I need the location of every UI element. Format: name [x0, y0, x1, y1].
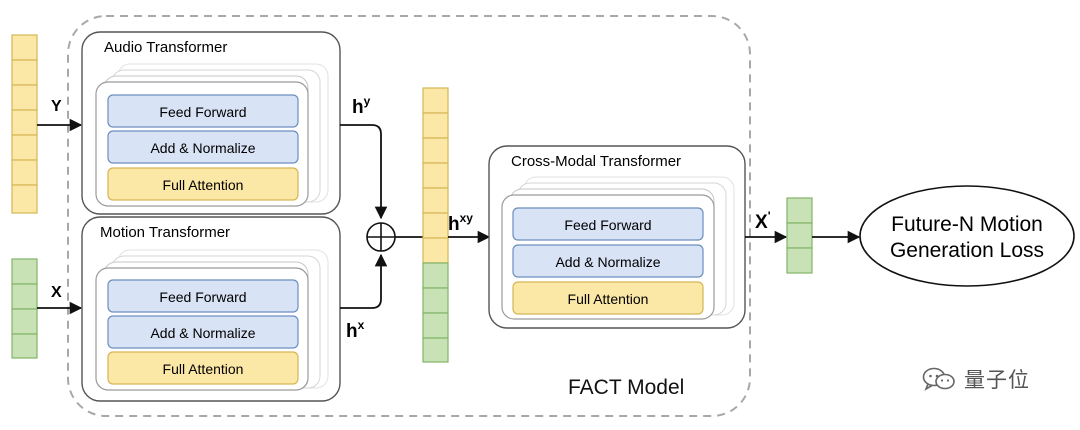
audio-feed-forward-label: Feed Forward — [159, 104, 246, 120]
loss-label-line1: Future-N Motion — [891, 213, 1043, 236]
audio-full-attention-layer — [107, 167, 299, 201]
motion-input-label: X — [51, 284, 62, 301]
cross-feed-forward-layer — [512, 207, 704, 241]
motion-input-tokens — [11, 258, 38, 359]
audio-full-attention-label: Full Attention — [163, 177, 244, 193]
cross-full-attention-label: Full Attention — [568, 291, 649, 307]
audio-hidden-label: hy — [352, 94, 371, 118]
fact-model-label: FACT Model — [568, 376, 684, 399]
audio-input-label: Y — [51, 98, 62, 115]
joint-hidden-label: hxy — [448, 211, 473, 235]
generation-loss: Future-N Motion Generation Loss — [859, 185, 1075, 287]
output-label: X' — [755, 209, 771, 233]
loss-label-line2: Generation Loss — [890, 239, 1044, 262]
audio-transformer-title: Audio Transformer — [104, 39, 227, 56]
motion-full-attention-layer — [107, 351, 299, 385]
audio-hidden-connector — [340, 124, 388, 220]
cross-feed-forward-label: Feed Forward — [564, 217, 651, 233]
cross-modal-transformer: Cross-Modal Transformer Feed Forward Add… — [488, 145, 746, 329]
wechat-icon — [922, 367, 955, 391]
watermark: 量子位 — [922, 364, 1030, 394]
fact-model-boundary — [67, 15, 751, 417]
motion-full-attention-label: Full Attention — [163, 361, 244, 377]
audio-add-normalize-layer — [107, 130, 299, 164]
motion-hidden-connector — [340, 253, 388, 309]
cross-add-normalize-label: Add & Normalize — [555, 254, 660, 270]
audio-transformer: Audio Transformer Feed Forward Add & Nor… — [81, 31, 341, 215]
motion-add-normalize-label: Add & Normalize — [150, 325, 255, 341]
watermark-text: 量子位 — [964, 368, 1030, 392]
audio-input-tokens — [11, 34, 38, 214]
audio-feed-forward-layer — [107, 94, 299, 128]
audio-add-normalize-label: Add & Normalize — [150, 140, 255, 156]
cross-add-normalize-layer — [512, 244, 704, 278]
motion-transformer-title: Motion Transformer — [100, 224, 230, 241]
cross-full-attention-layer — [512, 281, 704, 315]
cross-modal-transformer-title: Cross-Modal Transformer — [511, 153, 681, 170]
motion-hidden-label: hx — [346, 318, 365, 342]
loss-ellipse — [859, 185, 1075, 287]
output-tokens — [786, 197, 813, 274]
motion-transformer: Motion Transformer Feed Forward Add & No… — [81, 216, 341, 402]
motion-add-normalize-layer — [107, 315, 299, 349]
joint-hidden-tokens — [422, 87, 449, 363]
motion-feed-forward-label: Feed Forward — [159, 289, 246, 305]
motion-feed-forward-layer — [107, 279, 299, 313]
sum-node — [366, 222, 396, 252]
